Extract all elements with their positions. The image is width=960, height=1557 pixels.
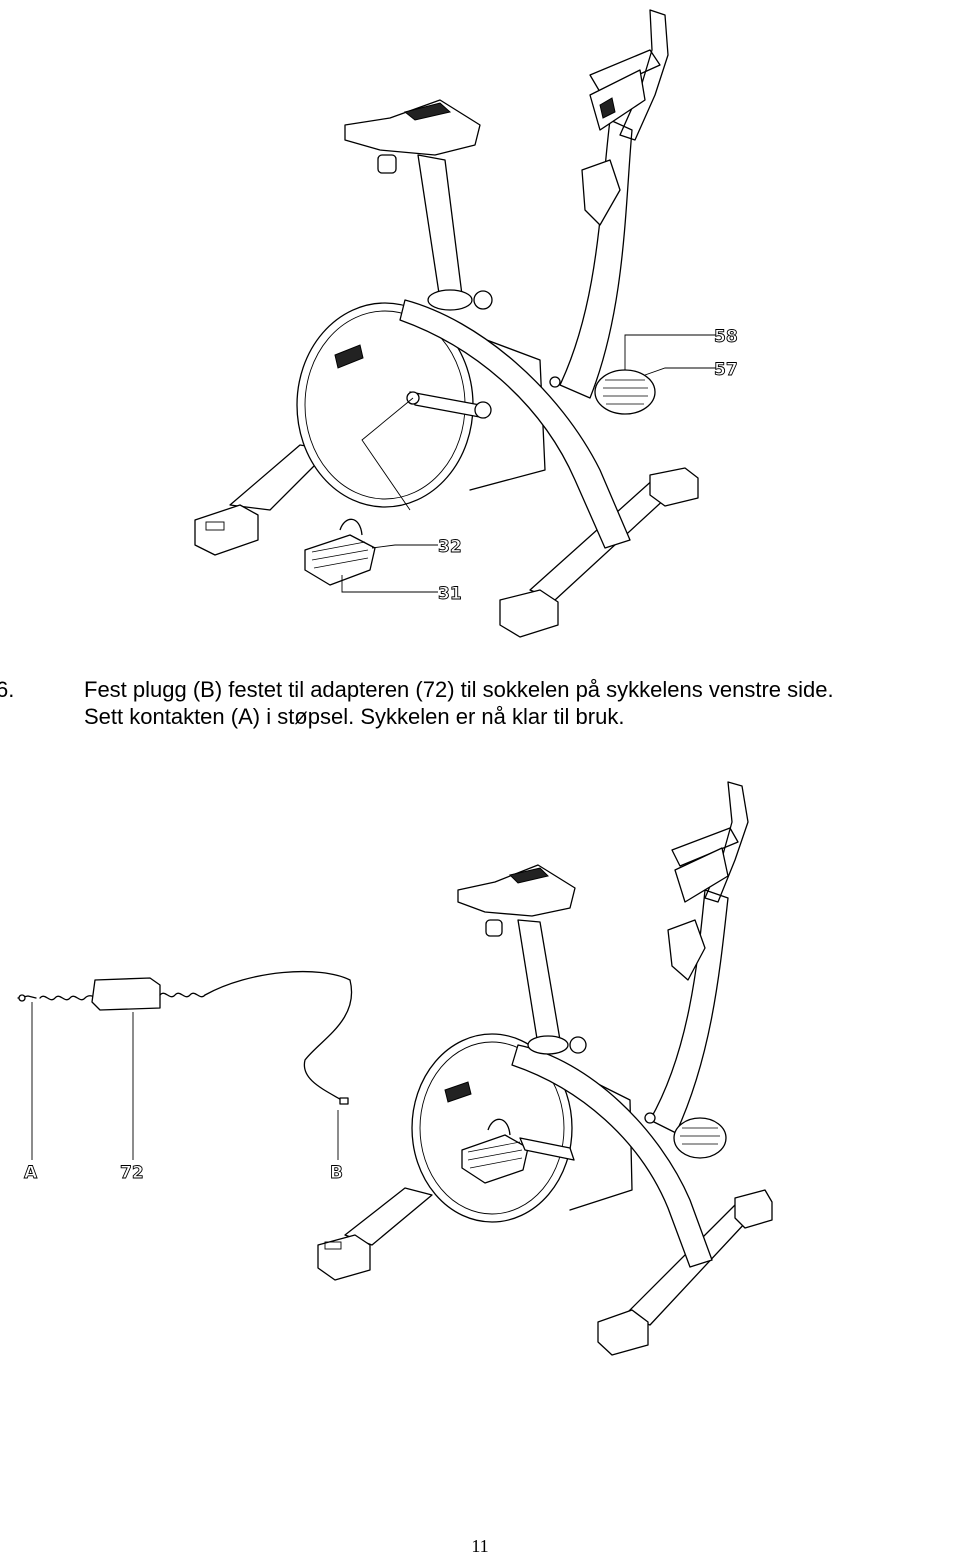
bike-figure-pedal-assembly: 58 57 32 31 <box>194 9 739 638</box>
step-number: 6. <box>0 677 15 702</box>
pedals-attached <box>461 1117 727 1184</box>
left-pedal <box>304 518 438 593</box>
svg-text:A: A <box>24 1163 38 1183</box>
svg-text:31: 31 <box>438 584 462 604</box>
step-text-line-1: Fest plugg (B) festet til adapteren (72)… <box>84 677 834 702</box>
seat-assembly <box>344 99 493 311</box>
right-pedal <box>594 334 718 415</box>
callout-58: 58 <box>714 327 739 348</box>
callout-31: 31 <box>438 584 463 605</box>
callout-b: B <box>330 1163 344 1184</box>
svg-text:32: 32 <box>438 537 462 557</box>
callout-57: 57 <box>714 360 739 381</box>
rear-stabilizer <box>194 444 331 556</box>
crank-arm <box>361 391 492 511</box>
callout-72: 72 <box>120 1163 145 1184</box>
callout-a: A <box>24 1163 39 1184</box>
page-number: 11 <box>471 1536 489 1556</box>
svg-text:57: 57 <box>714 360 738 380</box>
flywheel-cover <box>296 302 546 508</box>
svg-text:72: 72 <box>120 1163 144 1183</box>
step-text-line-2: Sett kontakten (A) i støpsel. Sykkelen e… <box>84 704 625 729</box>
bike-figure-adapter-connection: A 72 B <box>17 781 773 1356</box>
handlebar-assembly <box>581 9 669 226</box>
svg-text:B: B <box>330 1163 343 1183</box>
callout-32: 32 <box>438 537 463 558</box>
seat-assembly-2 <box>457 864 587 1055</box>
handlebar-assembly-2 <box>667 781 749 981</box>
rear-stabilizer-2 <box>317 1187 433 1281</box>
power-adapter <box>17 970 353 1160</box>
svg-text:58: 58 <box>714 327 738 347</box>
